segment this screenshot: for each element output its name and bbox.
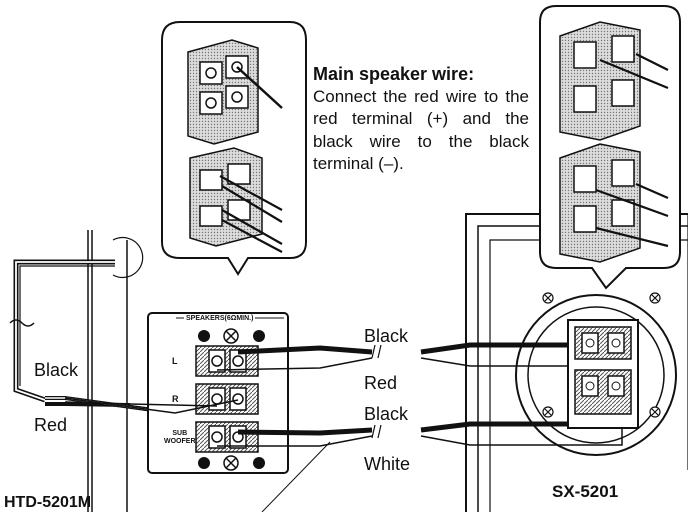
panel-row-r-label: R: [172, 394, 179, 404]
receiver-terminal-panel: [147, 312, 289, 474]
panel-row-l-label: L: [172, 356, 178, 366]
callout-text-block: Main speaker wire: Connect the red wire …: [313, 63, 529, 176]
receiver-wall: [87, 230, 144, 512]
receiver-model-label: HTD-5201M: [4, 494, 92, 511]
wire-label-left-red: Red: [34, 415, 68, 436]
speaker-detail-callout: [539, 5, 681, 290]
panel-row-subwoofer-label: SUB WOOFER: [164, 430, 196, 445]
callout-body: Connect the red wire to the red terminal…: [313, 86, 529, 174]
wire-label-white: White: [364, 454, 411, 474]
receiver-detail-callout: [161, 21, 307, 276]
wire-label-red-top: Red: [364, 373, 398, 393]
panel-header: SPEAKERS(6ΩMIN.): [184, 315, 256, 322]
speaker-cabinet: [465, 213, 688, 512]
wire-label-left-black: Black: [34, 360, 79, 381]
wire-label-black-mid: Black: [364, 404, 409, 424]
speaker-model-label: SX-5201: [552, 482, 619, 501]
callout-title: Main speaker wire:: [313, 64, 475, 84]
wire-label-black-top: Black: [364, 326, 409, 346]
speaker-wires: [64, 342, 623, 512]
